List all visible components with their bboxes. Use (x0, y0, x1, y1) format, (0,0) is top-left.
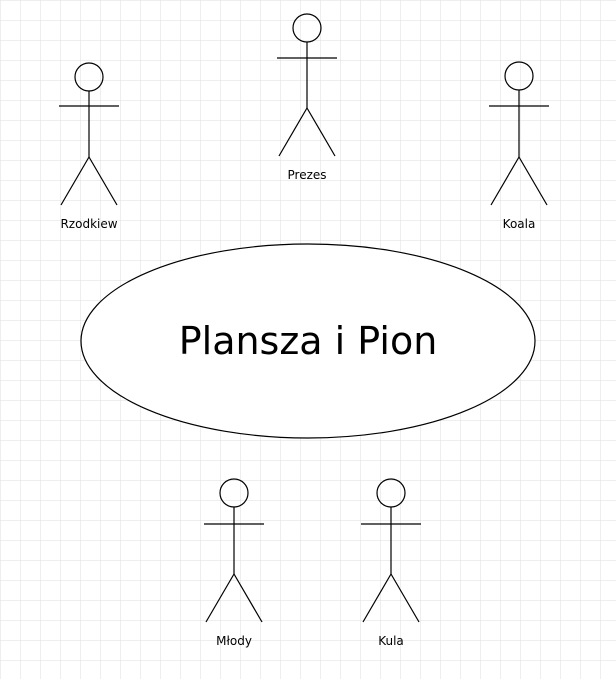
actor-right-leg (233, 573, 263, 623)
actor-left-leg (490, 156, 520, 206)
actor-koala[interactable]: Koala (489, 61, 549, 231)
actor-left-leg (205, 573, 235, 623)
actor-left-leg (60, 156, 90, 206)
use-case-ellipse (80, 243, 536, 439)
actor-right-leg (306, 107, 336, 157)
actor-right-leg (518, 156, 548, 206)
actor-prezes[interactable]: Prezes (277, 13, 337, 182)
actor-label: Koala (503, 217, 536, 231)
actor-label: Kula (378, 634, 404, 648)
actor-kula[interactable]: Kula (361, 478, 421, 648)
actor-left-leg (278, 107, 308, 157)
actor-rzodkiew[interactable]: Rzodkiew (59, 62, 119, 231)
actor-right-leg (88, 156, 118, 206)
actor-label: Prezes (287, 168, 326, 182)
actor-mlody[interactable]: Młody (204, 478, 264, 648)
actor-label: Rzodkiew (60, 217, 117, 231)
actor-label: Młody (216, 634, 252, 648)
use-case-label: Plansza i Pion (179, 319, 438, 363)
use-case[interactable]: Plansza i Pion (80, 243, 536, 439)
actor-left-leg (362, 573, 392, 623)
actor-right-leg (390, 573, 420, 623)
